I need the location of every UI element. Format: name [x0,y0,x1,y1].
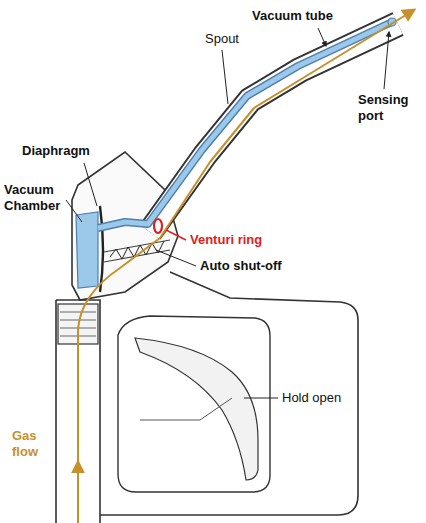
part-label: Vacuum tube [252,8,333,24]
grip-opening [118,316,270,492]
gas-flow-arrow [77,462,79,480]
leader-line [84,163,97,206]
part-label: Spout [205,31,239,47]
vacuum-tube-wall [98,22,392,228]
vacuum-tube [98,22,392,228]
part-label: Hold open [282,390,341,406]
leader-line [156,250,196,266]
vacuum-chamber [76,212,98,288]
part-label: Gas flow [12,428,48,460]
leader-line [318,28,326,46]
part-label: Vacuum Chamber [4,182,66,214]
leader-line [222,50,228,104]
diaphragm [100,206,103,292]
spout-bore [150,24,398,232]
part-label: Auto shut-off [200,258,282,274]
leader-line [66,200,82,222]
shutoff-rod [104,240,170,262]
leader-line [166,230,186,240]
gas-flow-path [78,10,414,523]
handle-body [100,272,358,515]
part-label: Venturi ring [190,232,262,248]
spout-outline [150,24,398,232]
part-label: Diaphragm [22,143,90,159]
part-label: Sensing port [358,92,420,124]
leader-line [244,398,278,399]
venturi-ring [154,219,162,233]
leader-line [384,32,389,89]
hold-open-lever [135,338,258,480]
lever-latch [140,398,232,420]
